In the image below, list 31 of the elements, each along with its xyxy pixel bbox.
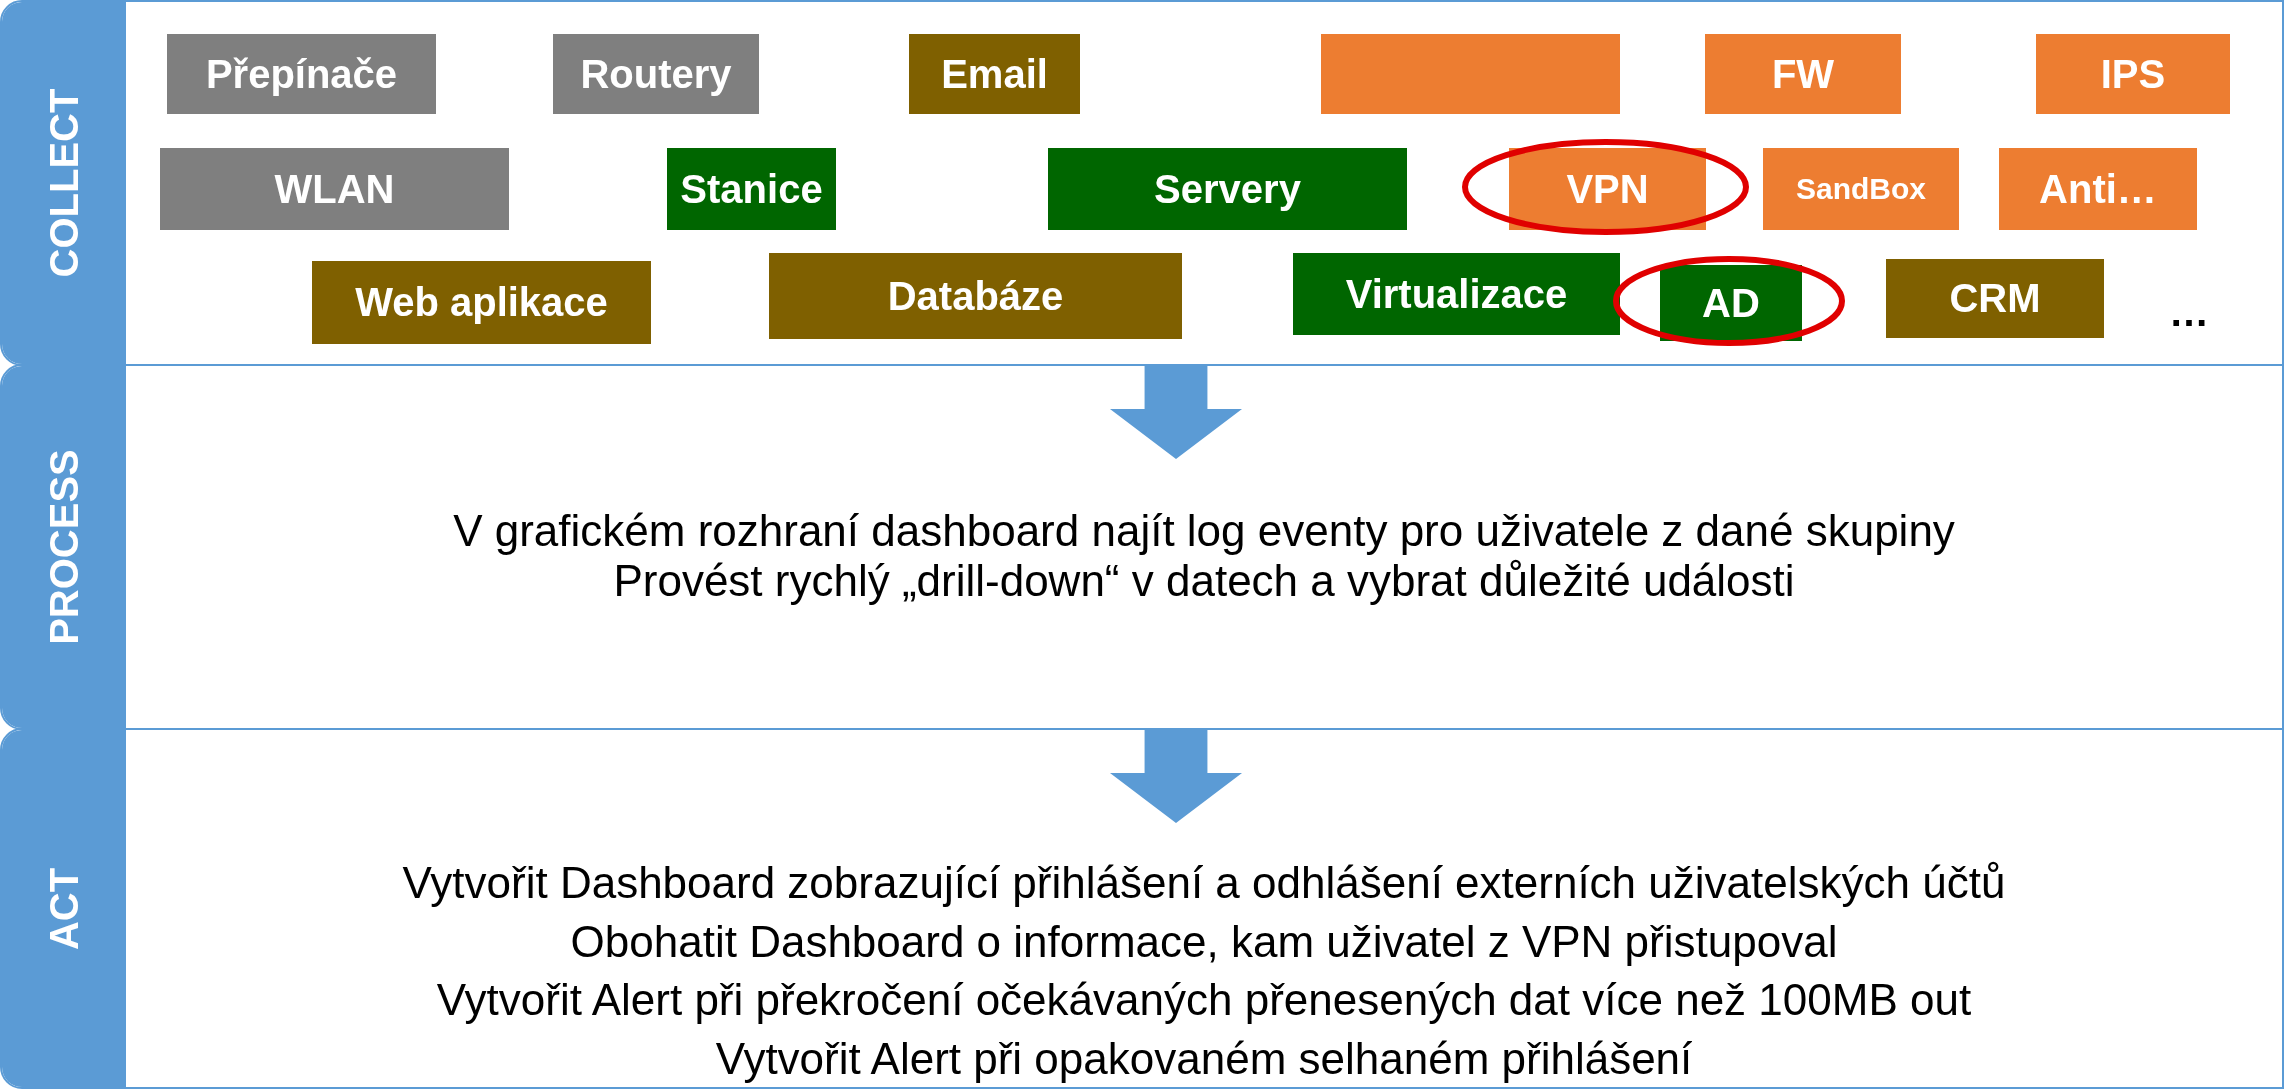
step-text: Vytvořit Alert při překročení očekávaných přenesených dat více než 100MB out [435,975,1973,1025]
step-text: Vytvořit Dashboard zobrazující přihlášení a odhlášení externích uživatelských účtů [401,858,2007,908]
ellipsis-text: … [2169,290,2209,335]
stage-band [0,0,2284,366]
source-tile: Anti… [1999,148,2197,230]
stage-title: COLLECT [41,88,87,278]
arrow [1110,729,1242,823]
source-tile: Databáze [769,253,1182,339]
arrow [1110,365,1242,459]
source-tile: IPS [2036,34,2230,114]
source-tile: Přepínače [167,34,436,114]
source-tile: Virtualizace [1293,253,1620,335]
source-tile: SandBox [1763,148,1959,230]
step-text: Vytvořit Alert při opakovaném selhaném přihlášení [714,1034,1694,1084]
source-tile: Email [909,34,1080,114]
source-tile: WLAN [160,148,509,230]
source-tile: VPN [1509,148,1706,230]
source-tile: Stanice [667,148,836,230]
stage-title: ACT [41,867,87,950]
stage-title: PROCESS [41,449,87,645]
stage-band [0,728,2284,1089]
source-tile: Servery [1048,148,1407,230]
step-text: Provést rychlý „drill-down“ v datech a vybrat důležité události [612,556,1796,606]
source-tile: FW [1705,34,1901,114]
source-tile: AD [1660,265,1802,341]
source-tile: Routery [553,34,759,114]
step-text: V grafickém rozhraní dashboard najít log eventy pro uživatele z dané skupiny [452,506,1956,556]
source-tile: Web aplikace [312,261,651,344]
step-text: Obohatit Dashboard o informace, kam uživatel z VPN přistupoval [569,917,1839,967]
source-tile: CRM [1886,259,2104,338]
source-tile [1321,34,1620,114]
